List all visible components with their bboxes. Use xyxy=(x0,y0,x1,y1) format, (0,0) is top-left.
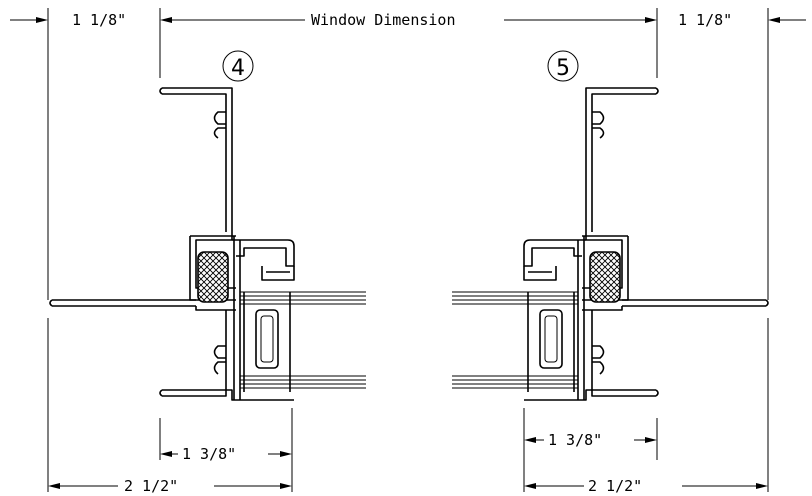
right-inner-dim-label: 1 3/8" xyxy=(548,431,602,449)
window-dim-right-arrow xyxy=(645,17,657,23)
callout-circle-right xyxy=(547,50,579,82)
right-offset-label: 1 1/8" xyxy=(678,11,732,29)
callout-number-right: 5 xyxy=(556,56,570,81)
left-offset-label: 1 1/8" xyxy=(72,11,126,29)
callout-number-left: 4 xyxy=(231,56,245,81)
right-offset-arrow xyxy=(768,17,780,23)
window-dim-left-arrow xyxy=(160,17,172,23)
right-overall-dim-label: 2 1/2" xyxy=(588,477,642,495)
left-frame-section xyxy=(49,87,367,401)
callout-circle-left xyxy=(222,50,254,82)
window-dimension-label: Window Dimension xyxy=(311,11,456,29)
left-offset-arrow xyxy=(36,17,48,23)
left-inner-dim-label: 1 3/8" xyxy=(182,445,236,463)
left-overall-dim-label: 2 1/2" xyxy=(124,477,178,495)
right-frame-section xyxy=(451,87,769,401)
